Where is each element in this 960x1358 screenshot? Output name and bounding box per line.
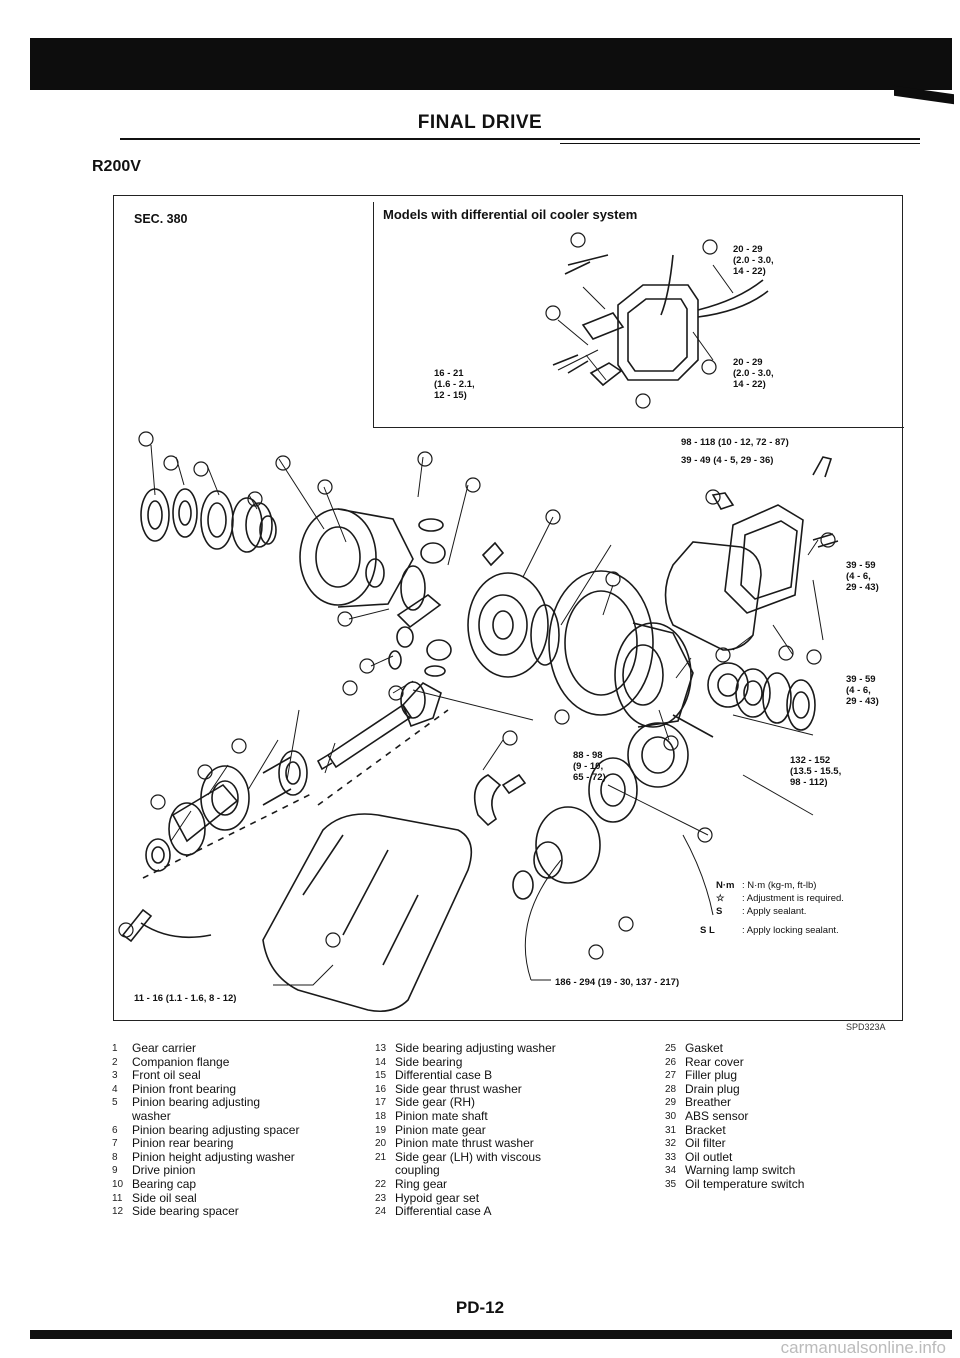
torque-spec-34: 20 - 29 (2.0 - 3.0, 14 - 22): [733, 244, 774, 277]
legend-torque: N·m: N·m (kg-m, ft-lb): [716, 880, 817, 891]
legend-adjustment: ☆: Adjustment is required.: [716, 893, 844, 904]
legend-locking-sealant: S L: Apply locking sealant.: [700, 925, 839, 936]
watermark: carmanualsonline.info: [780, 1338, 946, 1357]
torque-spec-132: 132 - 152 (13.5 - 15.5, 98 - 112): [790, 755, 842, 788]
title-rule: [120, 138, 920, 140]
torque-spec-39: 39 - 49 (4 - 5, 29 - 36): [681, 455, 774, 466]
inset-title: Models with differential oil cooler syst…: [383, 207, 638, 222]
torque-spec-35: 20 - 29 (2.0 - 3.0, 14 - 22): [733, 357, 774, 390]
header-bar: [30, 38, 952, 90]
torque-spec-28: 39 - 59 (4 - 6, 29 - 43): [846, 560, 879, 593]
page-title: FINAL DRIVE: [417, 112, 543, 133]
torque-spec-88: 88 - 98 (9 - 10, 65 - 72): [573, 750, 606, 783]
callouts: [118, 232, 836, 960]
gear-carrier: [142, 709, 473, 1013]
oil-cooler-assembly: [552, 254, 769, 387]
differential-case-a: [614, 622, 694, 728]
left-side-bearings: [140, 488, 277, 553]
drive-pinion: [316, 681, 442, 771]
torque-spec-98: 98 - 118 (10 - 12, 72 - 87): [681, 437, 789, 448]
title-rule-thin: [560, 143, 920, 144]
torque-spec-11: 11 - 16 (1.1 - 1.6, 8 - 12): [134, 993, 237, 1004]
pinion-bearings: [145, 750, 308, 872]
leader-lines: [150, 264, 824, 986]
legend-sealant: S: Apply sealant.: [716, 906, 807, 917]
viscous-coupling-ring-gear: [467, 541, 654, 716]
pinion-mate-gears: [388, 518, 452, 677]
differential-case-b: [299, 508, 414, 608]
oil-cooler-inset: [373, 202, 904, 428]
section-number: SEC. 380: [134, 212, 188, 226]
torque-spec-27: 39 - 59 (4 - 6, 29 - 43): [846, 674, 879, 707]
model-code: R200V: [92, 158, 141, 175]
right-side-bearings: [707, 662, 816, 731]
footer-bar: [30, 1330, 952, 1339]
companion-flange: [512, 714, 714, 900]
torque-spec-186: 186 - 294 (19 - 30, 137 - 217): [555, 977, 680, 988]
bearing-cap: [473, 773, 527, 827]
page-number: PD-12: [455, 1298, 505, 1317]
figure-code: SPD323A: [846, 1022, 886, 1032]
exploded-view-diagram: [118, 232, 839, 1013]
torque-spec-31: 16 - 21 (1.6 - 2.1, 12 - 15): [434, 368, 475, 401]
diagram-frame: [113, 195, 903, 1021]
abs-sensor: [121, 908, 212, 943]
rear-cover: [664, 456, 839, 651]
